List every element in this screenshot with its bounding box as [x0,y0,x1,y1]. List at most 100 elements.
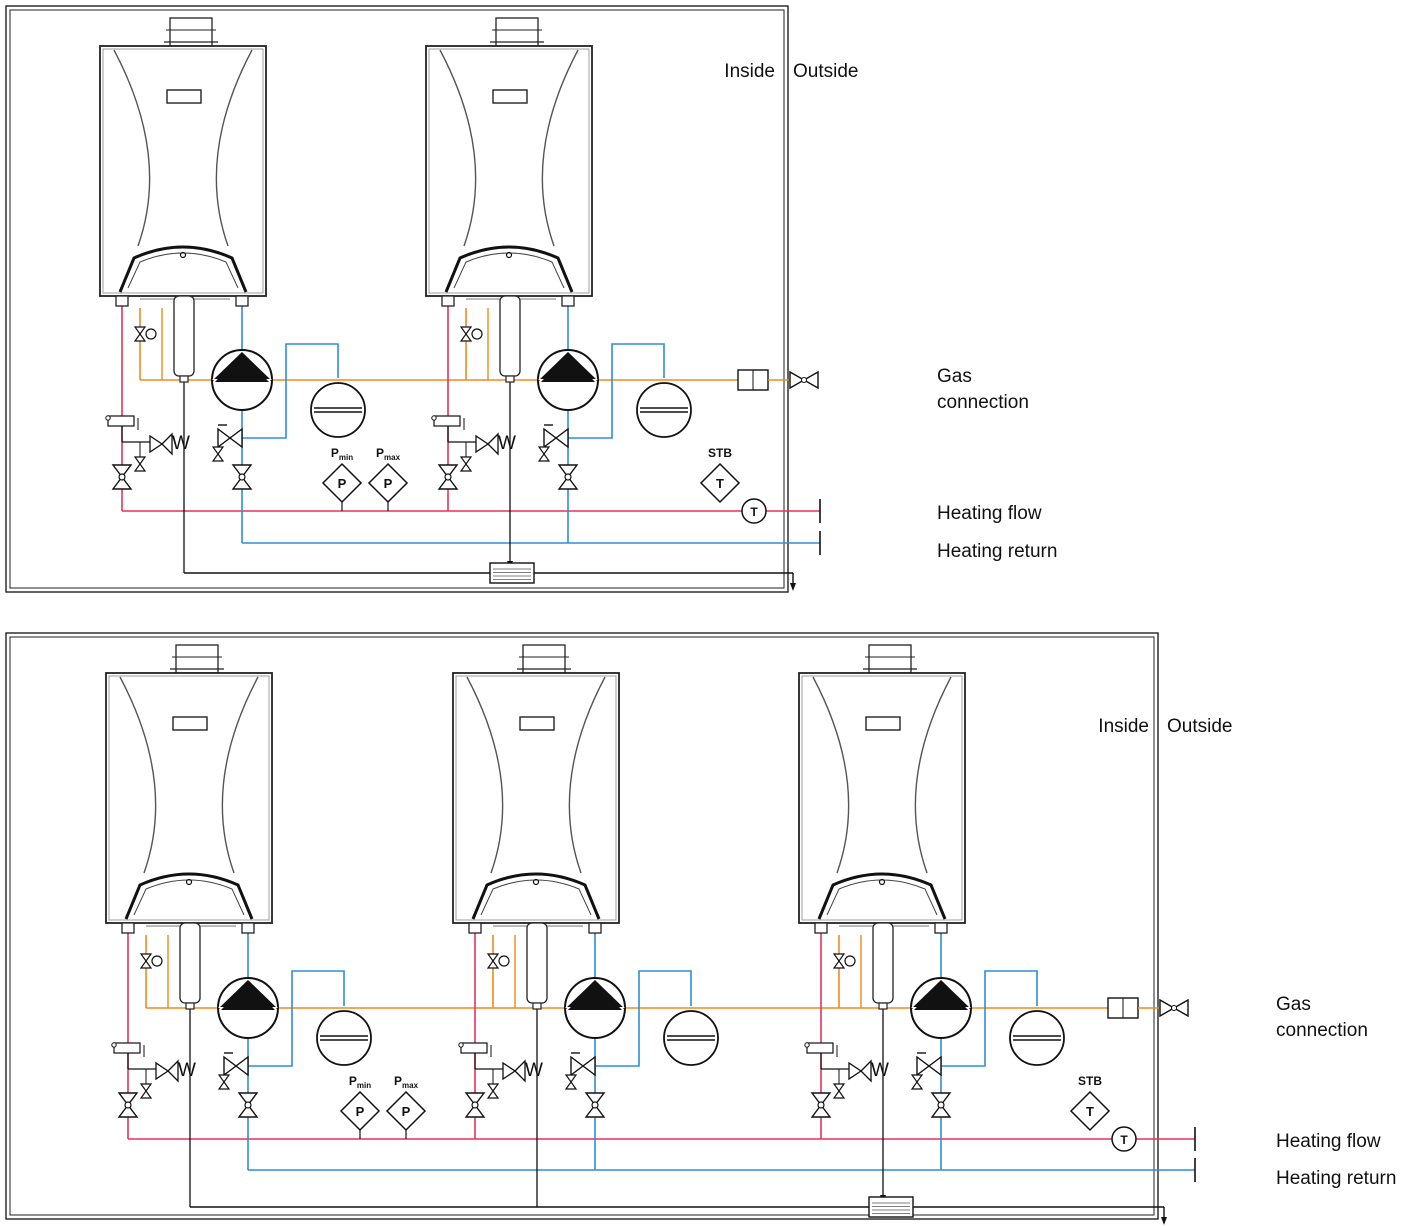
inside-label: Inside [724,61,775,82]
pump-icon [537,349,599,411]
valve-icon [537,446,551,462]
valve-icon [117,1092,139,1118]
svg-text:T: T [1120,1133,1128,1147]
boiler-icon [99,17,267,383]
svg-text:T: T [1086,1104,1094,1119]
valve-icon [486,1083,500,1099]
svg-text:Pmax: Pmax [376,446,401,462]
valve-icon [459,456,473,472]
svg-text:Pmin: Pmin [331,446,353,462]
pressure-switch-icon: P [367,462,409,504]
pressure-switch-icon: P [339,1090,381,1132]
expansion-vessel-icon [310,382,366,438]
thermostat-icon [486,953,510,969]
thermostat-icon: T [1111,1126,1137,1152]
valve-icon [564,1052,596,1090]
valve-icon [217,1052,249,1090]
gas-connection-label: Gas [1276,994,1311,1015]
expansion-vessel-icon [663,1010,719,1066]
valve-icon [211,424,243,462]
valve-icon [211,446,225,462]
valve-icon [111,464,133,490]
expansion-vessel-icon [316,1010,372,1066]
heating-return-label: Heating return [937,541,1057,562]
valve-icon [557,464,579,490]
boiler-icon [452,644,620,1010]
thermostat-icon: T [699,462,741,504]
pressure-switch-icon: P [385,1090,427,1132]
thermostat-icon [832,953,856,969]
building-frame [5,5,789,593]
expansion-vessel-icon [636,382,692,438]
outside-label: Outside [793,61,858,82]
thermostat-icon: T [1069,1090,1111,1132]
svg-text:P: P [338,476,347,491]
thermostat-icon [133,326,157,342]
svg-text:Pmin: Pmin [349,1074,371,1090]
safety-valve-icon: W [458,1042,543,1099]
condensate-neutralizer-icon [489,562,535,584]
svg-text:Pmax: Pmax [394,1074,419,1090]
svg-text:W: W [172,433,190,454]
thermostat-icon [459,326,483,342]
gas-connection-label: connection [1276,1020,1368,1041]
valve-icon [537,424,569,462]
gas-connection-label: Gas [937,366,972,387]
valve-icon [910,1074,924,1090]
svg-text:T: T [750,505,758,519]
pump-icon [217,977,279,1039]
gas-connection-label: connection [937,392,1029,413]
stb-label: STB [1078,1074,1102,1088]
heating-return-label: Heating return [1276,1168,1396,1189]
outside-label: Outside [1167,716,1232,737]
safety-valve-icon: W [804,1042,889,1099]
svg-text:W: W [178,1060,196,1081]
valve-icon [464,1092,486,1118]
svg-text:T: T [716,476,724,491]
svg-text:W: W [525,1060,543,1081]
safety-valve-icon: W [431,415,516,472]
valve-icon [217,1074,231,1090]
heating-flow-label: Heating flow [937,503,1042,524]
boiler-icon [425,17,593,383]
valve-icon [584,1092,606,1118]
valve-icon [810,1092,832,1118]
heating-flow-label: Heating flow [1276,1131,1381,1152]
valve-icon [133,456,147,472]
gas-filter-icon [737,369,769,391]
boiler-icon [798,644,966,1010]
valve-icon [231,464,253,490]
thermostat-icon [139,953,163,969]
svg-text:W: W [871,1060,889,1081]
pump-icon [564,977,626,1039]
gas-filter-icon [1107,997,1139,1019]
thermostat-icon: T [741,498,767,524]
stb-label: STB [708,446,732,460]
valve-icon [832,1083,846,1099]
valve-icon [564,1074,578,1090]
pump-icon [910,977,972,1039]
valve-icon [237,1092,259,1118]
safety-valve-icon: W [105,415,190,472]
gas-valve-icon [1159,998,1189,1018]
safety-valve-icon: W [111,1042,196,1099]
gas-valve-icon [789,370,819,390]
valve-icon [910,1052,942,1090]
valve-icon [437,464,459,490]
valve-icon [930,1092,952,1118]
svg-text:W: W [498,433,516,454]
inside-label: Inside [1098,716,1149,737]
pump-icon [211,349,273,411]
svg-text:P: P [356,1104,365,1119]
svg-text:P: P [402,1104,411,1119]
condensate-neutralizer-icon [868,1196,914,1218]
expansion-vessel-icon [1009,1010,1065,1066]
svg-text:P: P [384,476,393,491]
building-frame [5,632,1159,1220]
pressure-switch-icon: P [321,462,363,504]
valve-icon [139,1083,153,1099]
boiler-icon [105,644,273,1010]
